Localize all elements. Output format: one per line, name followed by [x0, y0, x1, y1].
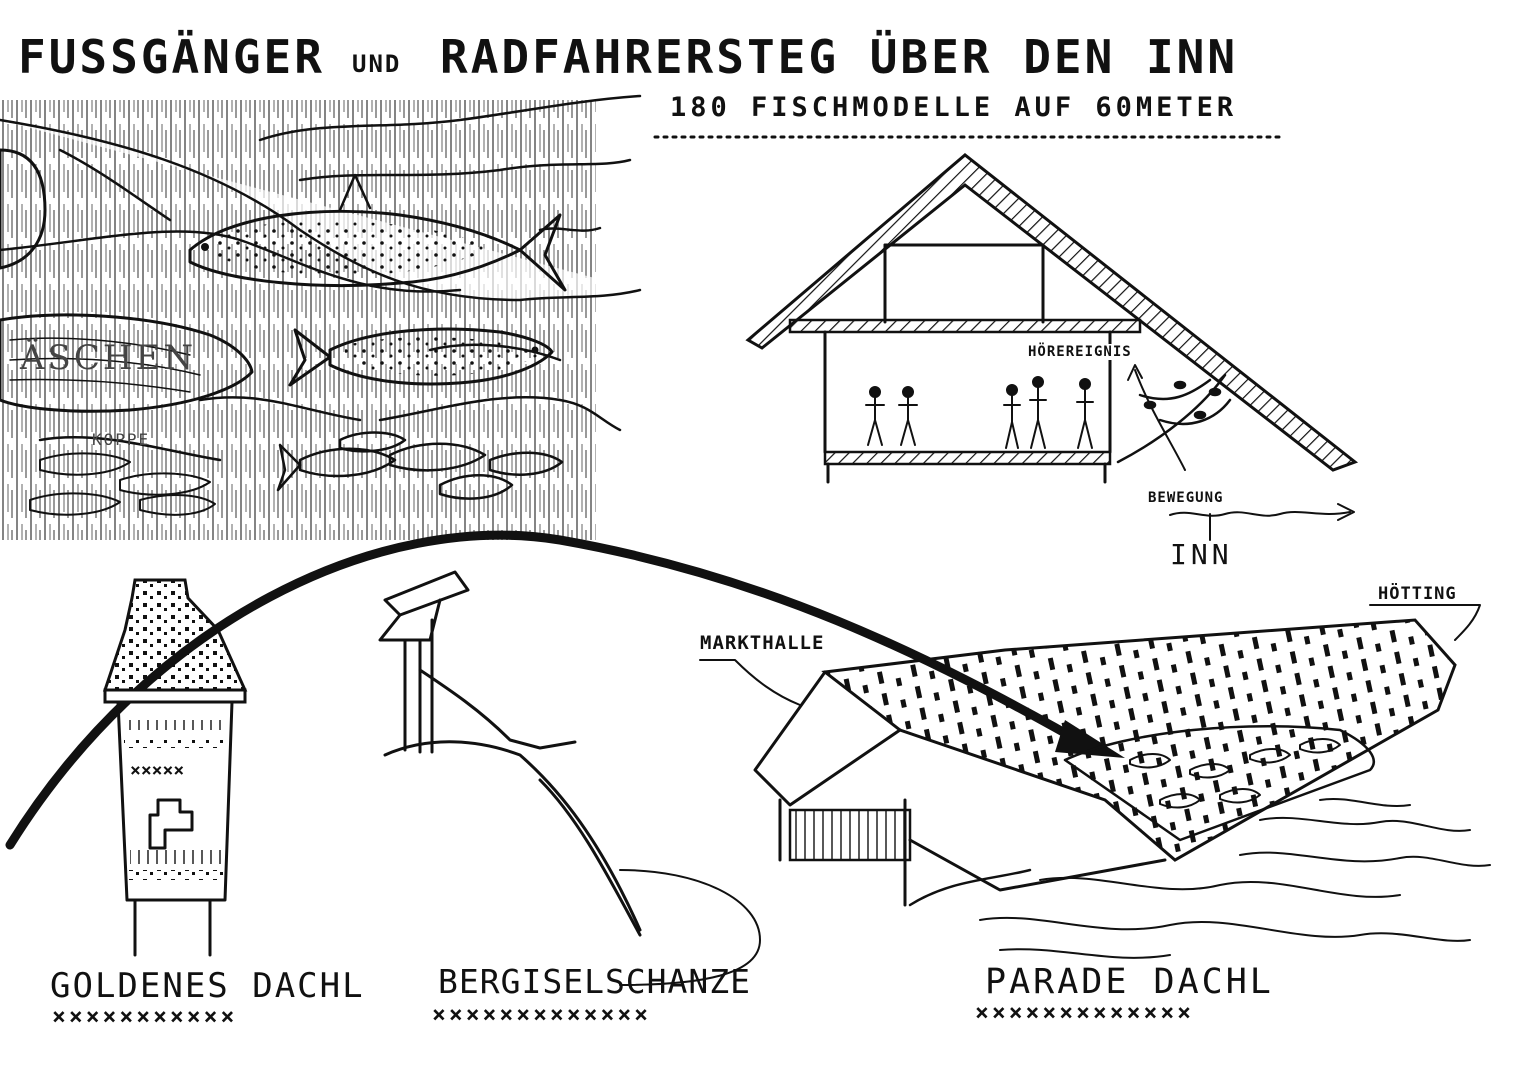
label-hoerereignis: HÖREREIGNIS [1028, 344, 1132, 360]
section-roof [745, 153, 1359, 472]
goldenes-dachl-sketch: ××××× [102, 578, 248, 957]
marks-bergiselschanze: ××××××××××××× [432, 1002, 652, 1028]
label-inn: INN [1170, 538, 1233, 571]
bridge-section [745, 153, 1359, 541]
fish-grayling [0, 313, 254, 413]
fish-trout-2 [288, 327, 554, 387]
marks-goldenes-dachl: ××××××××××× [52, 1004, 238, 1030]
section-deck [823, 450, 1112, 466]
svg-text:×××××: ××××× [130, 760, 184, 781]
section-upper-beam [788, 318, 1142, 334]
marks-parade-dachl: ××××××××××××× [975, 1000, 1195, 1026]
fish-panel [0, 94, 642, 540]
cyclists [865, 386, 918, 446]
fish-koppe [29, 452, 216, 516]
label-goldenes-dachl: GOLDENES DACHL [50, 966, 365, 1006]
label-hoetting: HÖTTING [1378, 584, 1457, 604]
fish-partial [0, 148, 47, 270]
bergisel-sketch [378, 570, 761, 986]
title-part-2: UND [352, 50, 402, 78]
fish-school [276, 431, 564, 500]
bridge-fishes [1129, 738, 1341, 809]
water-waves [979, 798, 1491, 959]
branch [1116, 373, 1232, 464]
label-markthalle: MARKTHALLE [700, 632, 825, 654]
label-parade-dachl: PARADE DACHL [985, 962, 1274, 1002]
bewegung-arrow [1169, 511, 1351, 517]
title-part-3: RADFAHRERSTEG ÜBER DEN INN [440, 30, 1239, 84]
parade-dachl-sketch [699, 604, 1491, 959]
pedestrians [1003, 376, 1094, 449]
subtitle: 180 FISCHMODELLE AUF 60METER [670, 92, 1238, 123]
fish-trout-1 [188, 173, 567, 292]
fish-label-aeschen: ÄSCHEN [20, 338, 197, 378]
fish-label-koppe: KOPPE [92, 430, 151, 449]
title-part-1: FUSSGÄNGER [18, 30, 325, 84]
label-bergiselschanze: BERGISELSCHANZE [438, 962, 752, 1001]
label-bewegung: BEWEGUNG [1148, 490, 1224, 506]
